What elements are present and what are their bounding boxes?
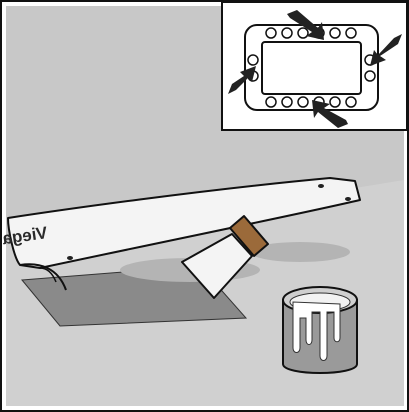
- inset-arrows: [228, 10, 402, 128]
- spatula-edge: [181, 261, 215, 299]
- flange-hole-2: [345, 197, 351, 201]
- spatula-handle: [229, 215, 269, 257]
- membrane-fold-edge: [19, 263, 67, 291]
- inset-holes-top: [265, 27, 357, 39]
- inset-diagram: [221, 1, 408, 131]
- arrow-icon-left: [228, 66, 256, 94]
- paint-bucket: [282, 286, 358, 374]
- flange-hole-1: [318, 184, 324, 188]
- arrow-icon-top: [287, 10, 324, 40]
- inset-flange-inner: [261, 41, 362, 95]
- arrow-icon-right: [370, 34, 402, 66]
- membrane-fold-line: [39, 267, 57, 283]
- drain-shadow-right: [250, 242, 350, 262]
- drain-membrane: [7, 177, 361, 269]
- paint-drips: [292, 301, 341, 361]
- arrow-icon-bottom: [312, 100, 348, 128]
- flange-hole-3: [67, 256, 73, 260]
